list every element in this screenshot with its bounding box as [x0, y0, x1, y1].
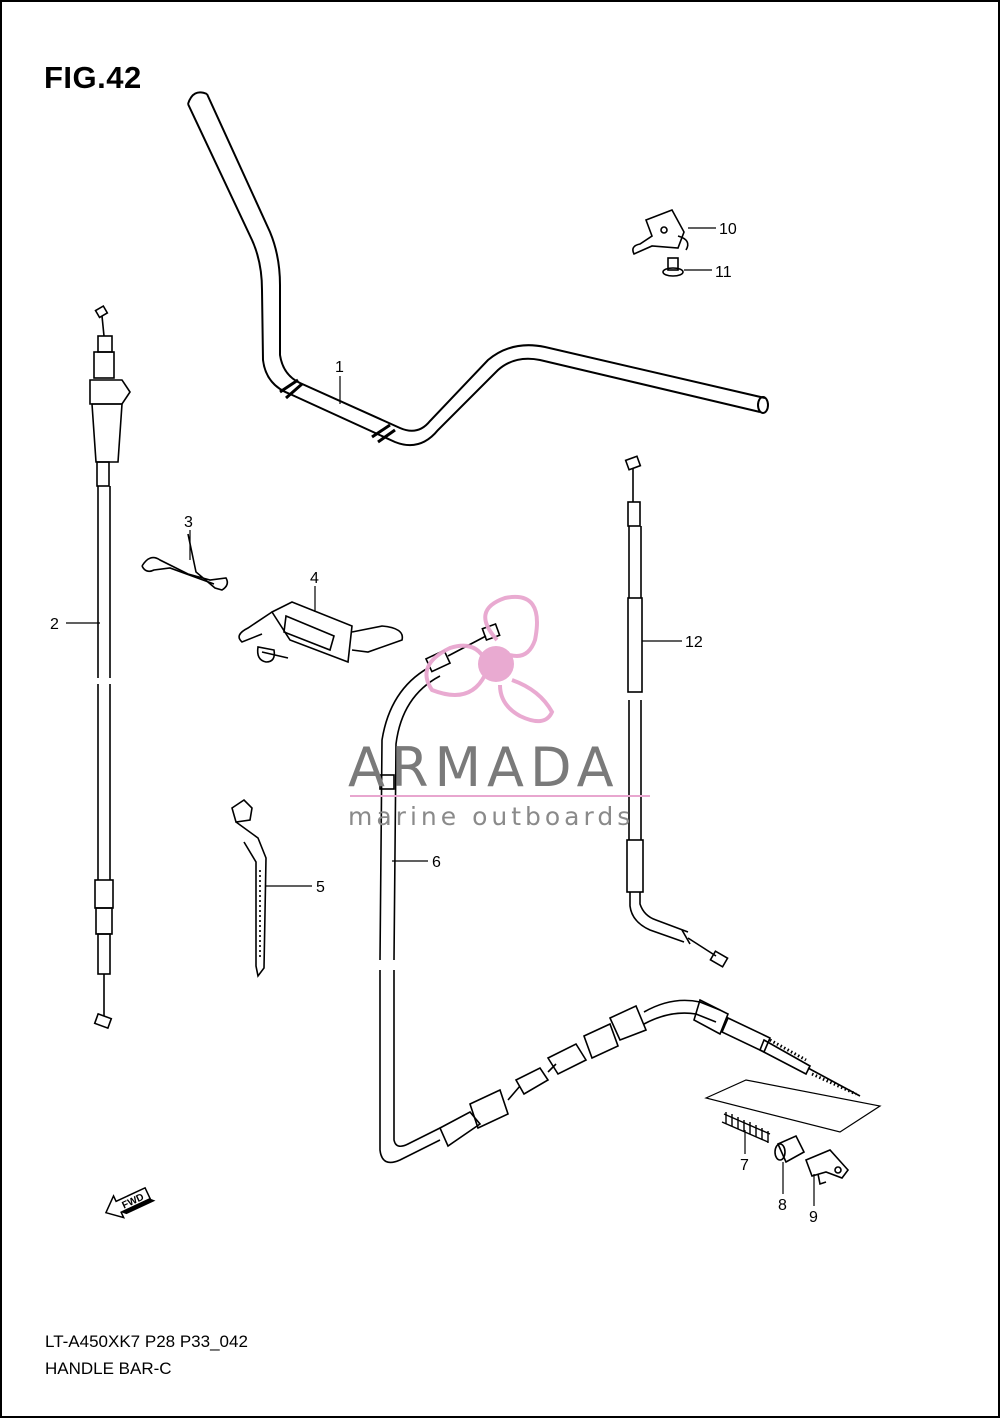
watermark-tagline: marine outboards [348, 802, 634, 831]
lever-part[interactable] [804, 1149, 850, 1186]
figure-title: FIG.42 [44, 60, 142, 95]
section-name: HANDLE BAR-C [45, 1359, 172, 1378]
callout-12: 12 [685, 634, 703, 651]
collar-part[interactable] [774, 1134, 806, 1164]
callout-10: 10 [719, 221, 737, 238]
cable-tie-part[interactable] [231, 798, 267, 978]
callout-5: 5 [316, 879, 325, 896]
screw-part[interactable] [662, 257, 684, 277]
callout-4: 4 [310, 570, 319, 587]
wire-clip-part[interactable] [141, 533, 229, 591]
callout-8: 8 [778, 1197, 787, 1214]
bracket-part[interactable] [238, 601, 404, 664]
callout-7: 7 [740, 1157, 749, 1174]
callout-3: 3 [184, 514, 193, 531]
spring-part[interactable] [721, 1112, 771, 1143]
switch-part[interactable] [632, 209, 689, 256]
handlebar-part[interactable] [187, 91, 769, 446]
brake-cable-part[interactable] [379, 622, 861, 1164]
kit-outline [704, 1079, 882, 1133]
propeller-logo-icon [424, 594, 555, 724]
callout-2: 2 [50, 616, 59, 633]
callout-11: 11 [715, 264, 732, 281]
clutch-cable-part[interactable] [624, 455, 729, 968]
armada-watermark: ARMADA marine outboards [348, 594, 650, 831]
callout-6: 6 [432, 854, 441, 871]
leader-lines [66, 227, 815, 1206]
callout-9: 9 [809, 1209, 818, 1226]
forward-arrow-icon: FWD [104, 1186, 156, 1219]
callout-1: 1 [335, 359, 344, 376]
watermark-brand: ARMADA [348, 736, 620, 799]
throttle-cable-part[interactable] [89, 304, 131, 1030]
model-code: LT-A450XK7 P28 P33_042 [45, 1332, 248, 1351]
